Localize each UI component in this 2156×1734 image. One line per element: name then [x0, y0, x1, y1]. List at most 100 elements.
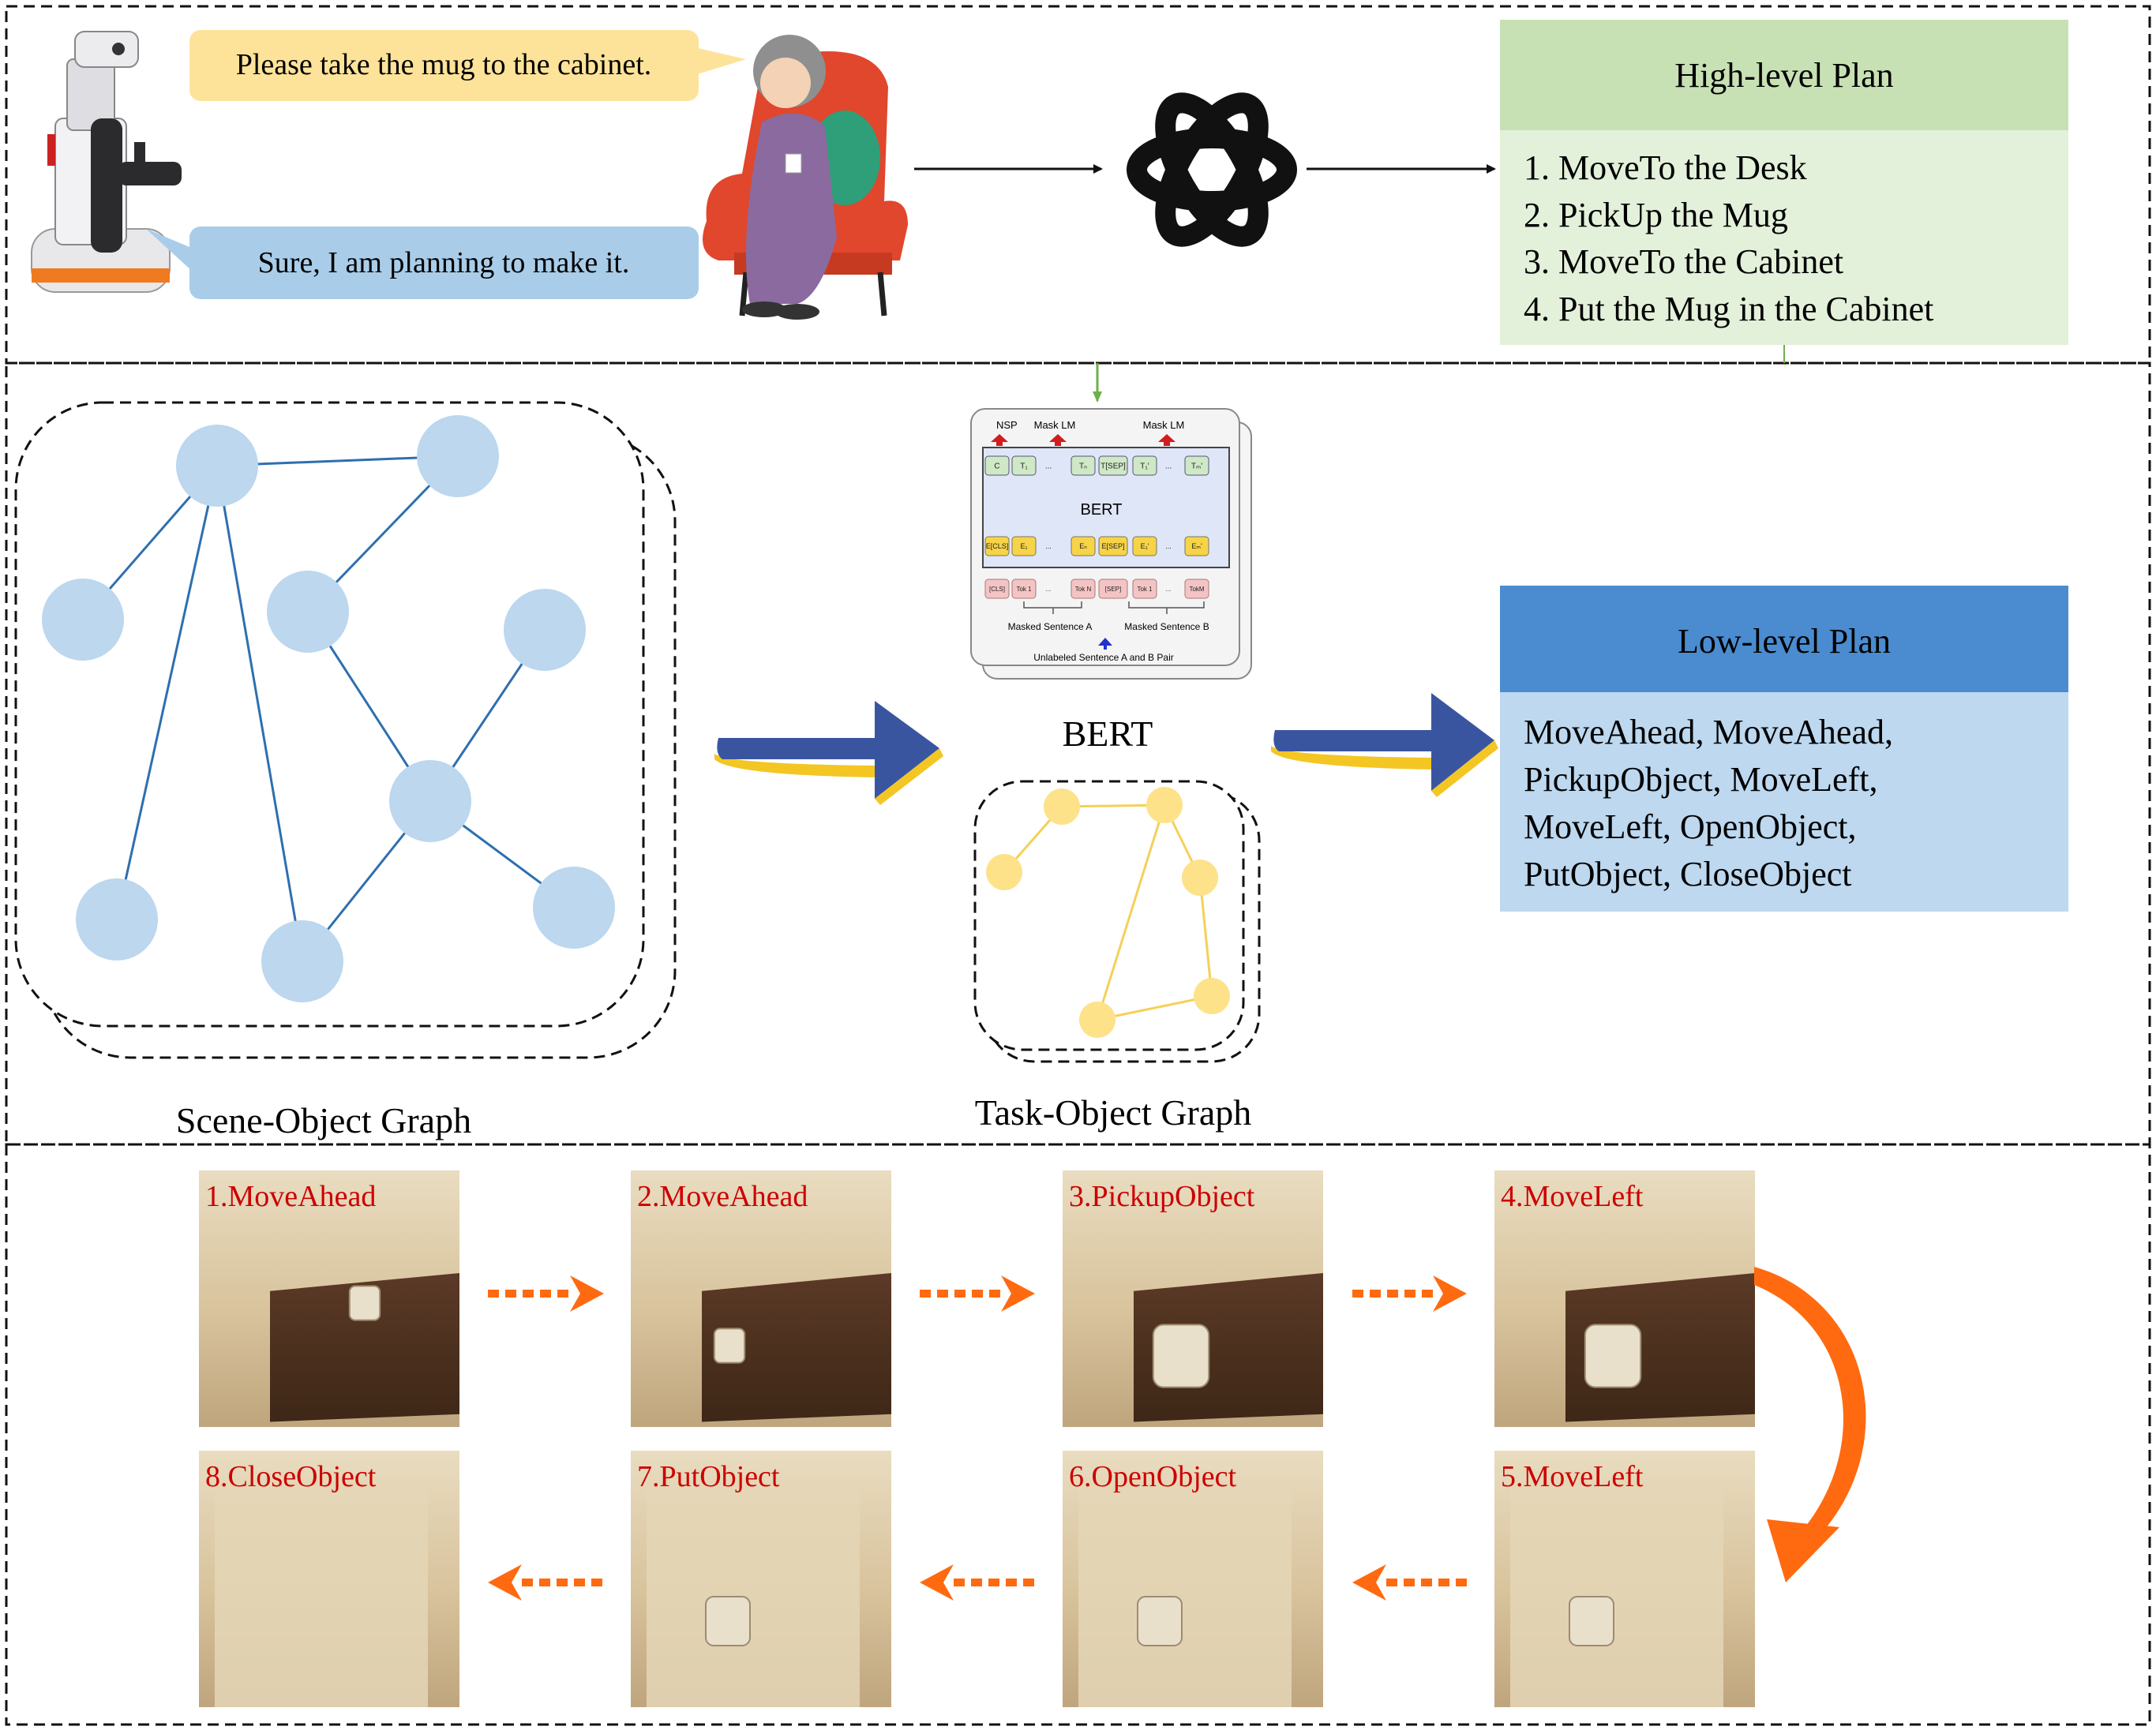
big-arrow-scene-to-bert	[714, 701, 943, 805]
bert-token-label: Tok 1	[1137, 586, 1153, 593]
top-section-border	[5, 5, 2151, 365]
frame-cabinet-door	[1078, 1482, 1292, 1707]
frame-mug	[1569, 1596, 1614, 1646]
frame-label: 2.MoveAhead	[637, 1180, 808, 1213]
high-level-step-2: 2. PickUp the Mug	[1524, 196, 1788, 234]
bert-token-label: E₁	[1020, 542, 1027, 550]
bert-token-label: ...	[1165, 542, 1172, 550]
scene-graph-node	[261, 920, 343, 1002]
task-graph-edge	[1097, 994, 1213, 1021]
bert-token-box	[984, 579, 1010, 599]
high-level-plan-title: High-level Plan	[1674, 56, 1893, 95]
bert-token-label: Tₙ	[1079, 463, 1087, 471]
bert-token-label: C	[994, 463, 999, 471]
bert-pair-label: Unlabeled Sentence A and B Pair	[1033, 652, 1173, 663]
bert-token-label: [SEP]	[1105, 586, 1121, 593]
bert-masked-sentence-b: Masked Sentence B	[1124, 621, 1209, 632]
scene-graph-node	[389, 760, 471, 842]
bert-token-label: T₁	[1020, 463, 1028, 471]
bert-token-box	[1098, 536, 1128, 556]
frame-label: 7.PutObject	[637, 1460, 780, 1493]
high-level-plan-box: High-level Plan 1. MoveTo the Desk 2. Pi…	[1500, 20, 2068, 345]
bert-token-box	[1098, 579, 1128, 599]
scene-graph-node	[267, 571, 349, 653]
action-frame: 2.MoveAhead	[631, 1170, 891, 1427]
bert-token-box	[1071, 579, 1096, 599]
step-arrow-5-to-6	[1352, 1564, 1467, 1601]
bert-token-box	[1071, 455, 1096, 476]
bert-token-box	[1132, 455, 1157, 476]
bert-token-label: ...	[1045, 463, 1052, 471]
low-level-line-1: MoveAhead, MoveAhead,	[1524, 713, 1893, 751]
bert-token-box	[1071, 536, 1096, 556]
bert-model-name: BERT	[1081, 501, 1123, 519]
scene-graph-node	[176, 425, 258, 507]
task-graph-edge	[1096, 804, 1166, 1021]
bottom-section-border	[5, 1143, 2151, 1726]
task-graph-node	[1146, 787, 1183, 823]
scene-graph-node	[42, 579, 124, 661]
action-frame: 7.PutObject	[631, 1451, 891, 1707]
action-frame: 4.MoveLeft	[1494, 1170, 1755, 1427]
bert-token-label: [CLS]	[989, 586, 1005, 593]
bert-token-box	[984, 455, 1010, 476]
bert-nsp-label: NSP	[996, 419, 1018, 431]
bert-token-label: Eₙ	[1079, 542, 1087, 550]
frame-label: 3.PickupObject	[1069, 1180, 1255, 1213]
bert-token-label: ...	[1046, 586, 1052, 593]
step-arrow-2-to-3	[920, 1275, 1035, 1312]
task-graph-edge	[1198, 877, 1213, 997]
bert-token-label: ...	[1045, 542, 1052, 550]
frame-cabinet-door	[1510, 1482, 1723, 1707]
frame-mug	[1584, 1324, 1642, 1388]
action-frame: 6.OpenObject	[1063, 1451, 1323, 1707]
scene-graph-label: Scene-Object Graph	[176, 1100, 471, 1140]
scene-graph-node	[504, 589, 586, 671]
elderly-user-illustration	[703, 35, 908, 320]
step-arrow-4-to-5	[1754, 1267, 1866, 1582]
step-arrows-row2	[488, 1564, 1467, 1601]
scene-graph-node	[533, 867, 615, 949]
bert-token-box	[984, 536, 1010, 556]
bert-token-label: TokM	[1189, 586, 1204, 593]
low-level-plan-title: Low-level Plan	[1678, 622, 1891, 661]
frame-label: 8.CloseObject	[205, 1460, 377, 1493]
action-frames: 1.MoveAhead 2.MoveAhead 3.PickupObject 4.Mo…	[199, 1170, 1755, 1707]
bert-token-label: ...	[1166, 586, 1172, 593]
frame-label: 1.MoveAhead	[205, 1180, 376, 1213]
step-arrow-7-to-8	[488, 1564, 602, 1601]
bert-token-label: Tₘ'	[1191, 463, 1202, 471]
task-graph-node	[986, 854, 1022, 890]
bert-token-label: ...	[1165, 463, 1172, 471]
high-level-step-1: 1. MoveTo the Desk	[1524, 148, 1807, 187]
scene-graph-frame	[14, 401, 677, 1059]
bert-label: BERT	[1063, 713, 1153, 754]
step-arrow-3-to-4	[1352, 1275, 1467, 1312]
bert-mask-lm-label-2: Mask LM	[1143, 419, 1185, 431]
scene-graph-edge	[216, 465, 304, 962]
frame-cabinet-door	[647, 1482, 860, 1707]
task-graph-node	[1079, 1002, 1115, 1038]
action-frame: 8.CloseObject	[199, 1451, 459, 1707]
scene-graph-edge	[115, 465, 219, 920]
frame-mug	[1152, 1324, 1210, 1388]
robot-speech-bubble: Sure, I am planning to make it.	[146, 227, 699, 299]
user-request-text: Please take the mug to the cabinet.	[236, 48, 652, 81]
bert-token-box	[1184, 536, 1209, 556]
high-level-step-3: 3. MoveTo the Cabinet	[1524, 242, 1843, 281]
frame-mug	[348, 1285, 381, 1321]
bert-token-label: T[SEP]	[1100, 463, 1126, 471]
frame-label: 4.MoveLeft	[1501, 1180, 1644, 1213]
bert-token-box	[1011, 536, 1037, 556]
bert-token-label: Tok 1	[1016, 586, 1032, 593]
bert-token-label: E₁'	[1141, 542, 1149, 550]
robot-reply-text: Sure, I am planning to make it.	[258, 246, 630, 279]
low-level-line-3: MoveLeft, OpenObject,	[1524, 807, 1857, 846]
action-frame: 5.MoveLeft	[1494, 1451, 1755, 1707]
frame-label: 5.MoveLeft	[1501, 1460, 1644, 1493]
user-speech-bubble: Please take the mug to the cabinet.	[189, 30, 746, 101]
task-graph-node	[1044, 788, 1080, 825]
frame-mug	[1137, 1596, 1183, 1646]
